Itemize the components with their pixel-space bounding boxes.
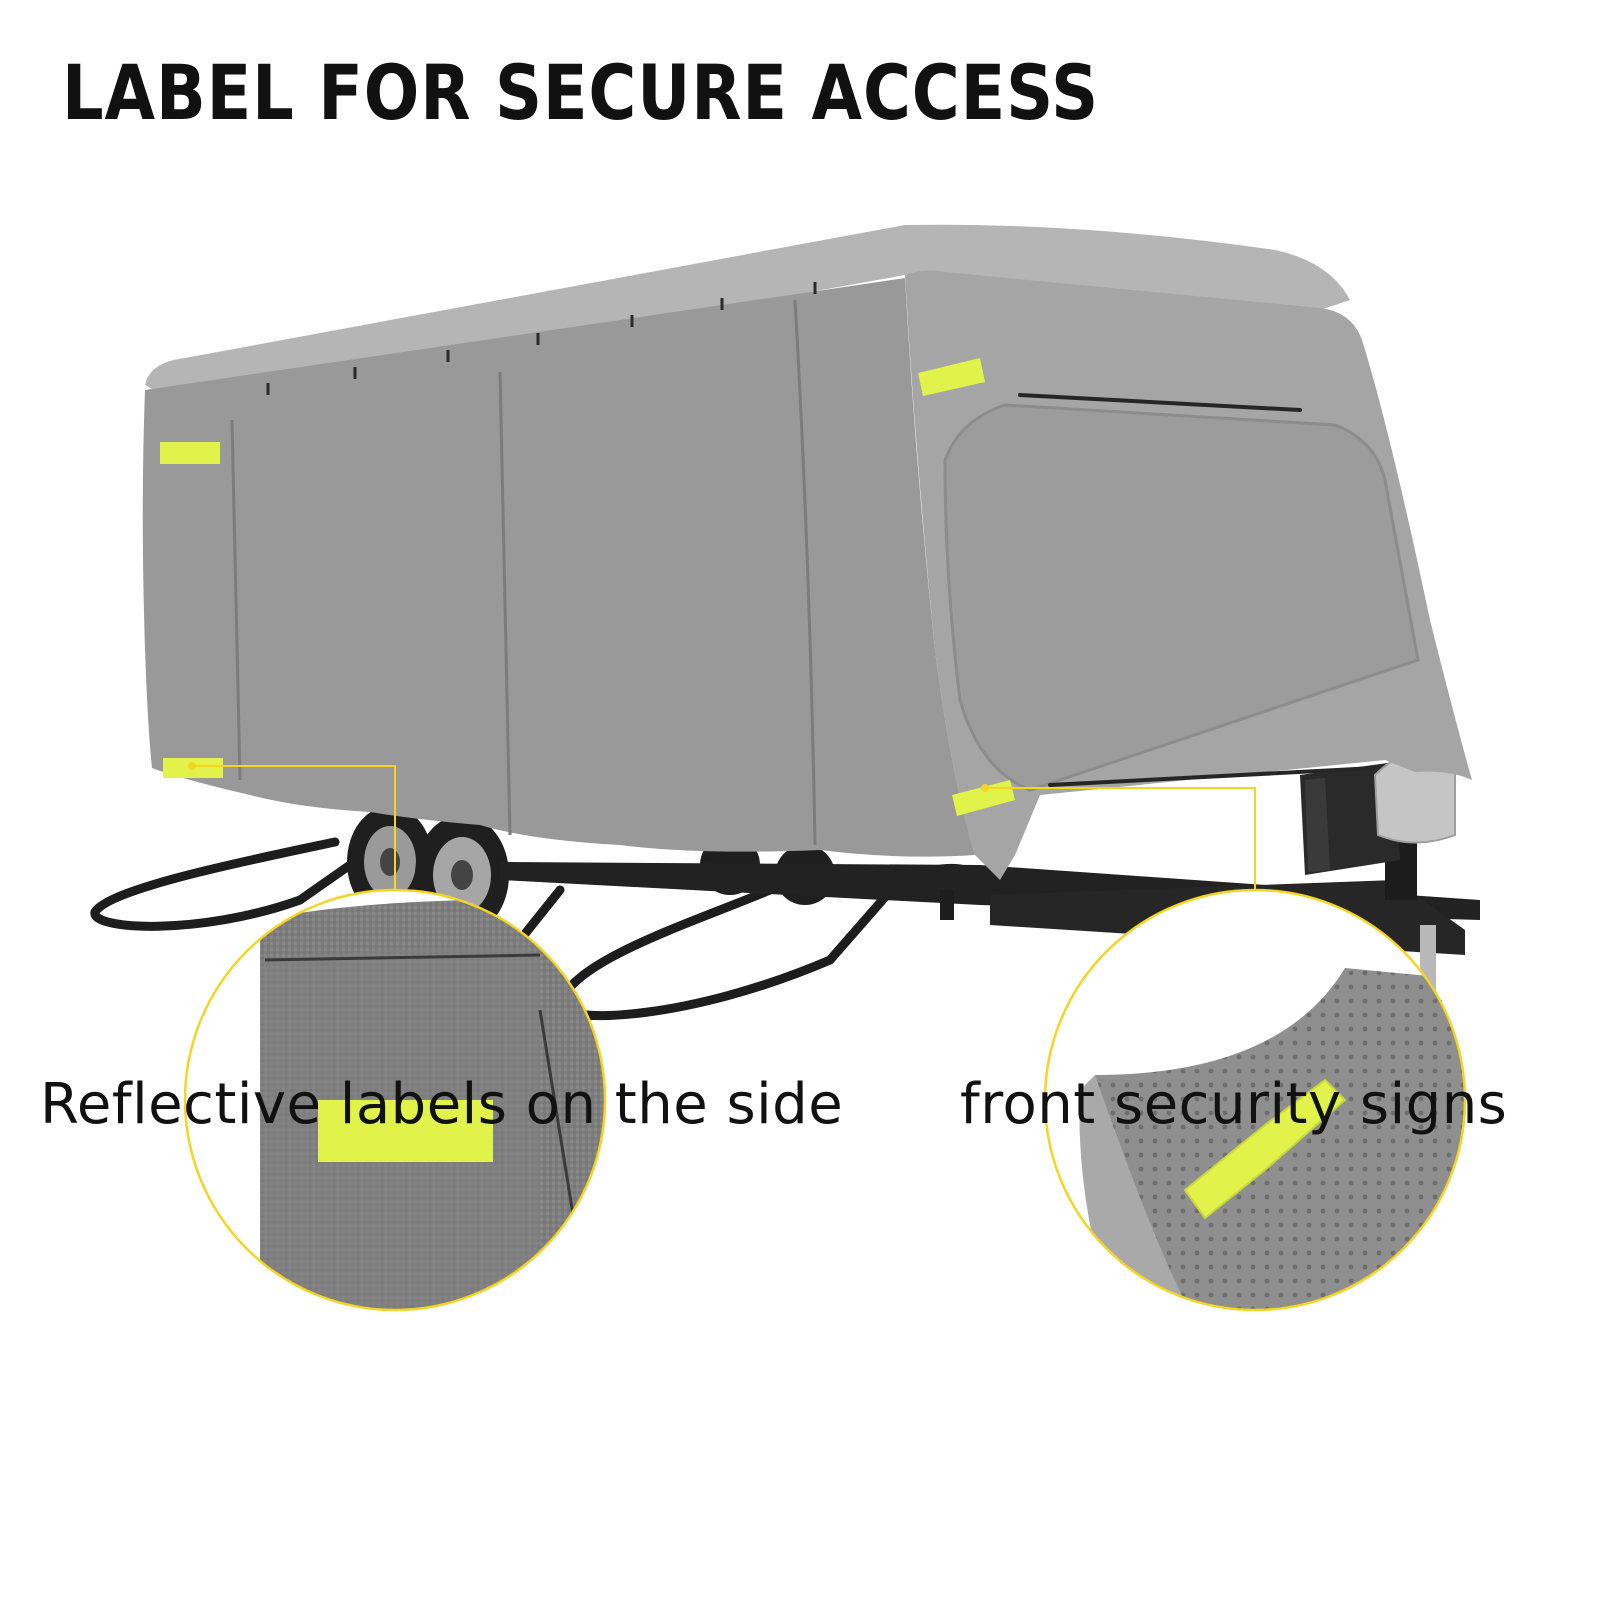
reflective-label bbox=[160, 442, 220, 464]
callout-lines bbox=[192, 765, 1256, 890]
caption-front-signs: front security signs bbox=[960, 1072, 1508, 1137]
rv-cover bbox=[142, 224, 1472, 881]
zoom-front-sign bbox=[1043, 888, 1467, 1312]
callout-dot bbox=[981, 784, 989, 792]
reflective-label bbox=[918, 358, 985, 396]
propane-box bbox=[1300, 748, 1456, 875]
zoom-side-label bbox=[183, 888, 607, 1312]
reflective-label-closeup bbox=[1183, 1078, 1347, 1220]
caption-side-labels: Reflective labels on the side bbox=[40, 1072, 844, 1137]
headline: LABEL FOR SECURE ACCESS bbox=[62, 48, 1100, 137]
reflective-label-closeup bbox=[318, 1100, 493, 1162]
callout-dot bbox=[188, 762, 196, 770]
